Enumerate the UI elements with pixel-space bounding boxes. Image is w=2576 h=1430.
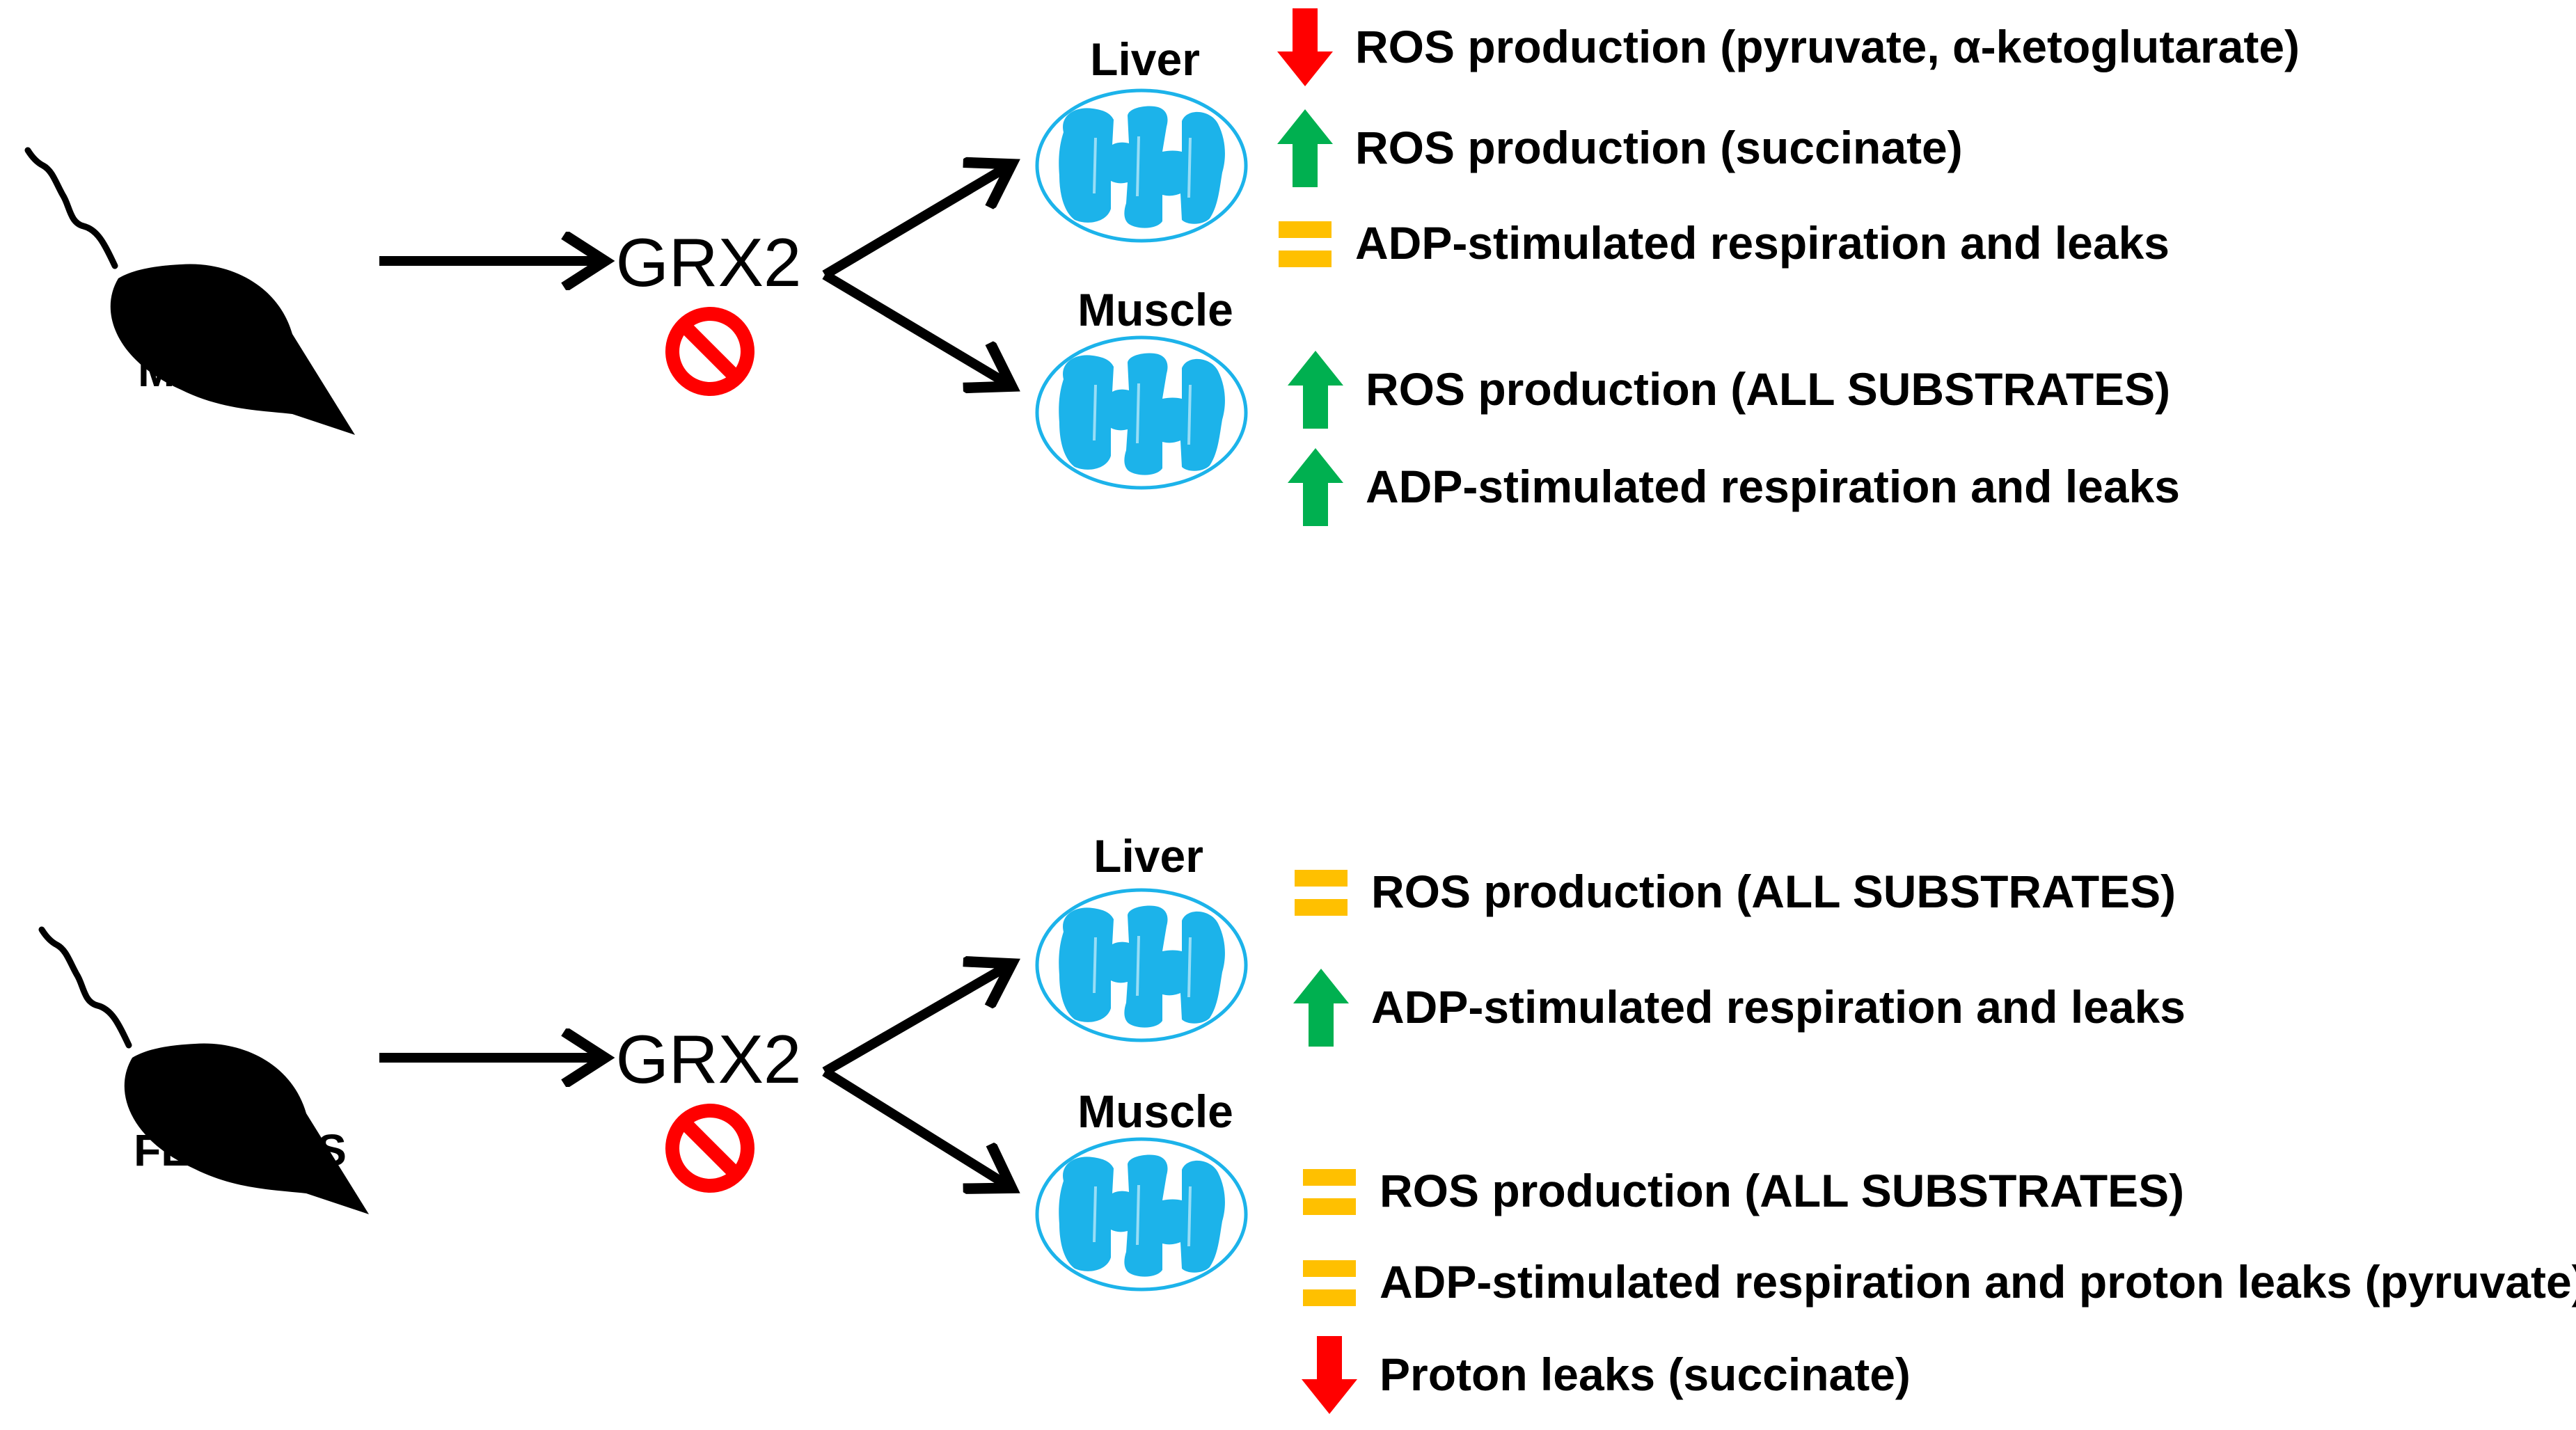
- prohibition-icon: [665, 307, 754, 396]
- effect-row: ROS production (ALL SUBSTRATES): [1295, 866, 2176, 917]
- equals-bar-bottom: [1295, 899, 1348, 916]
- effect-row: Proton leaks (succinate): [1302, 1336, 1911, 1414]
- arrow-to-liver: [822, 965, 1009, 1077]
- mitochondrion-folds: [1093, 383, 1192, 445]
- gene-label: GRX2: [616, 224, 802, 301]
- up-arrow-icon: [1277, 109, 1333, 187]
- prohibition-slash: [679, 321, 741, 382]
- sex-label: FEMALES: [134, 1125, 347, 1175]
- mitochondrion-folds: [1093, 136, 1192, 198]
- effect-text: ADP-stimulated respiration and leaks: [1355, 217, 2170, 269]
- effect-text: ROS production (ALL SUBSTRATES): [1380, 1165, 2184, 1216]
- equals-icon: [1279, 221, 1332, 267]
- equals-bar-top: [1303, 1260, 1356, 1277]
- arrow-shape: [1277, 109, 1333, 187]
- mitochondrion-folds: [1093, 935, 1192, 998]
- down-arrow-icon: [1302, 1336, 1357, 1414]
- mitochondrion-icon: [1035, 888, 1248, 1042]
- equals-icon: [1295, 870, 1348, 916]
- effect-text: ADP-stimulated respiration and leaks: [1366, 461, 2180, 512]
- arrow-shape: [1302, 1336, 1357, 1414]
- tissue-liver: Liver ROS production (pyruvate, α-ketoglu…: [1035, 8, 2300, 269]
- mitochondrion-icon: [1035, 88, 1248, 243]
- up-arrow-icon: [1288, 448, 1343, 526]
- effect-row: ROS production (succinate): [1277, 109, 1963, 187]
- effect-row: ROS production (ALL SUBSTRATES): [1303, 1165, 2184, 1216]
- effect-text: ADP-stimulated respiration and leaks: [1371, 981, 2186, 1033]
- mouse-body: [110, 264, 355, 435]
- mouse-icon: [38, 926, 369, 1214]
- equals-bar-bottom: [1279, 251, 1332, 267]
- effect-row: ROS production (pyruvate, α-ketoglutarat…: [1277, 8, 2300, 86]
- equals-bar-bottom: [1303, 1198, 1356, 1215]
- prohibition-ring: [665, 1104, 754, 1193]
- sex-label: MALES: [138, 346, 294, 396]
- effect-row: ADP-stimulated respiration and proton le…: [1303, 1256, 2576, 1308]
- tissue-label: Liver: [1090, 33, 1200, 85]
- equals-bar-top: [1303, 1169, 1356, 1186]
- mitochondrion-cristae: [1059, 905, 1225, 1028]
- panel-males: MALES GRX2 Liver ROS production (pyruvate, …: [24, 8, 2300, 526]
- effect-row: ROS production (ALL SUBSTRATES): [1288, 351, 2170, 429]
- mouse-tail: [38, 926, 132, 1049]
- prohibition-ring: [665, 307, 754, 396]
- effect-row: ADP-stimulated respiration and leaks: [1279, 217, 2170, 269]
- tissue-label: Muscle: [1077, 284, 1233, 335]
- equals-bar-bottom: [1303, 1289, 1356, 1306]
- mitochondrion-icon: [1035, 1137, 1248, 1292]
- effect-text: ROS production (ALL SUBSTRATES): [1371, 866, 2176, 917]
- equals-bar-top: [1295, 870, 1348, 887]
- effect-text: ADP-stimulated respiration and proton le…: [1380, 1256, 2576, 1308]
- up-arrow-icon: [1288, 351, 1343, 429]
- equals-icon: [1303, 1260, 1356, 1306]
- prohibition-icon: [665, 1104, 754, 1193]
- prohibition-slash: [679, 1118, 741, 1179]
- arrow-shape: [1288, 448, 1343, 526]
- arrow-to-muscle: [822, 270, 1009, 385]
- mouse-tail: [24, 147, 118, 269]
- effect-row: ADP-stimulated respiration and leaks: [1288, 448, 2180, 526]
- arrow-to-muscle: [822, 1067, 1009, 1186]
- arrow-shape: [1293, 969, 1349, 1047]
- effect-text: Proton leaks (succinate): [1380, 1349, 1911, 1400]
- arrow-shape: [1277, 8, 1333, 86]
- mouse-body: [124, 1043, 369, 1214]
- equals-bar-top: [1279, 221, 1332, 238]
- down-arrow-icon: [1277, 8, 1333, 86]
- effect-row: ADP-stimulated respiration and leaks: [1293, 969, 2186, 1047]
- tissue-label: Liver: [1093, 830, 1203, 882]
- arrow-to-liver: [822, 166, 1009, 280]
- effect-text: ROS production (pyruvate, α-ketoglutarat…: [1355, 21, 2300, 72]
- up-arrow-icon: [1293, 969, 1349, 1047]
- effect-text: ROS production (succinate): [1355, 122, 1963, 173]
- gene-label: GRX2: [616, 1021, 802, 1097]
- mitochondrion-icon: [1035, 335, 1248, 490]
- effect-text: ROS production (ALL SUBSTRATES): [1366, 363, 2170, 415]
- mitochondrion-folds: [1093, 1184, 1192, 1247]
- equals-icon: [1303, 1169, 1356, 1215]
- mitochondrion-cristae: [1059, 353, 1225, 475]
- mitochondrion-cristae: [1059, 1154, 1225, 1277]
- mouse-icon: [24, 147, 355, 435]
- tissue-label: Muscle: [1077, 1086, 1233, 1137]
- arrow-shape: [1288, 351, 1343, 429]
- mitochondrion-cristae: [1059, 106, 1225, 228]
